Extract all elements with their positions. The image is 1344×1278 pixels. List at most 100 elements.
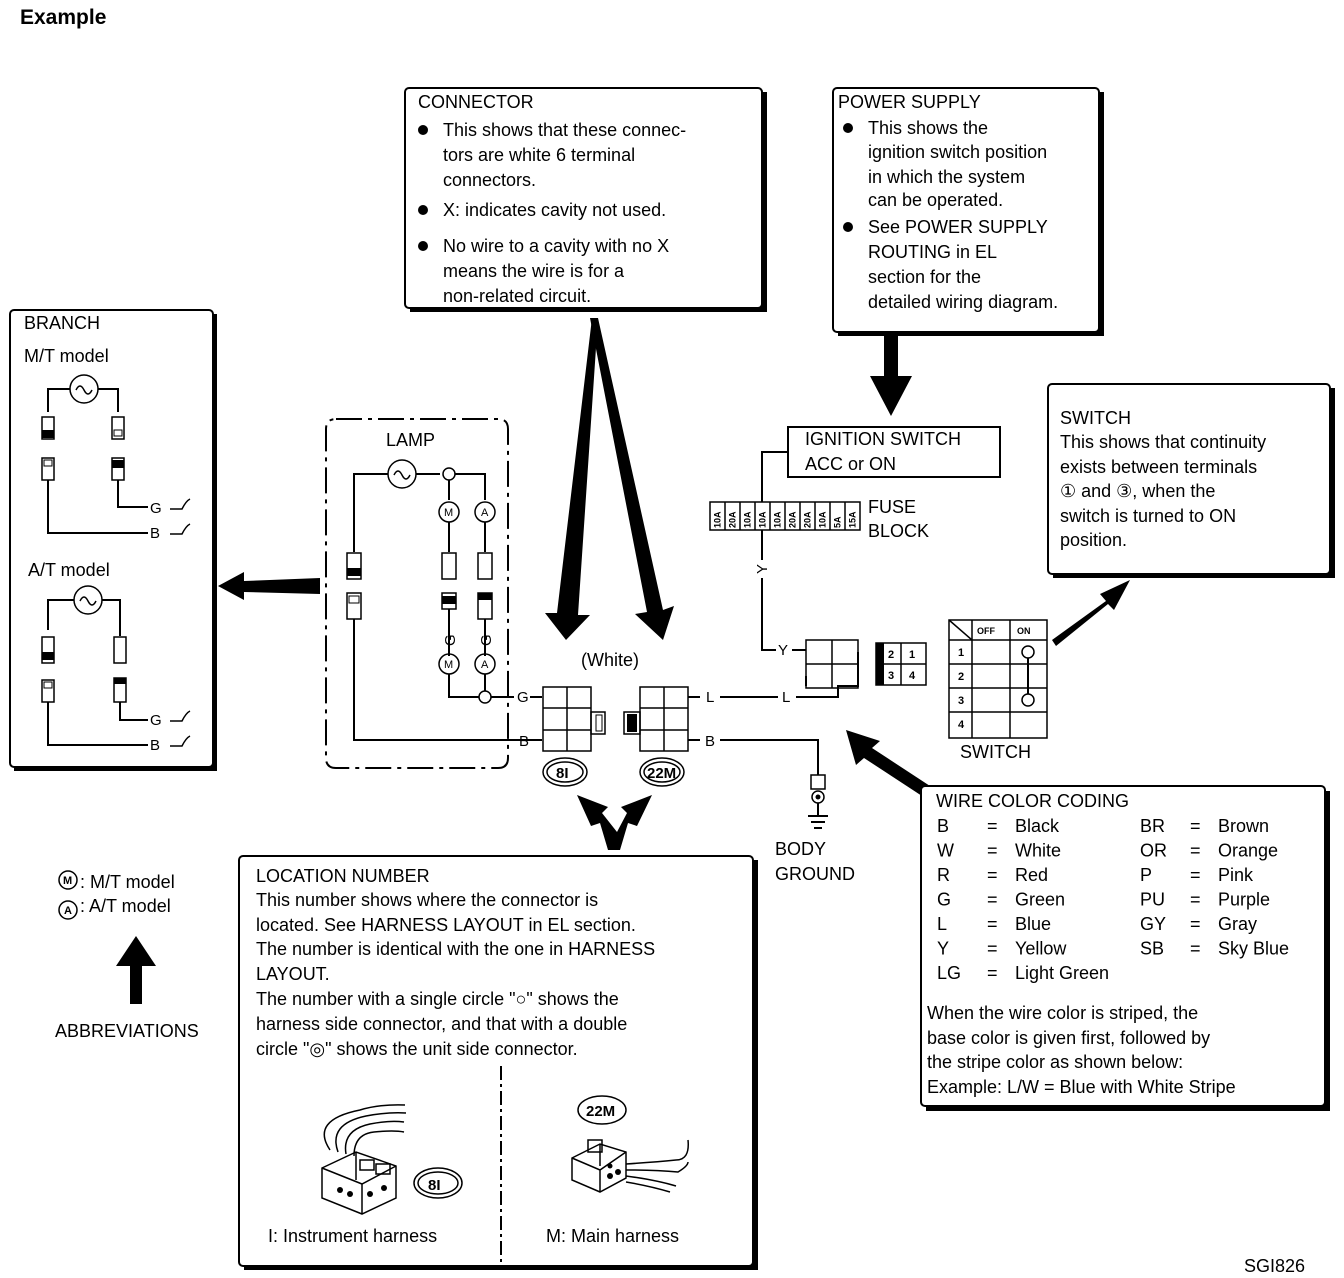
switch-header-on: ON bbox=[1017, 626, 1031, 636]
wire-l-label-left: L bbox=[706, 689, 714, 706]
wire-code-eq: = bbox=[987, 816, 998, 836]
fuse-block-line2: BLOCK bbox=[868, 521, 929, 541]
fuse-rating: 10A bbox=[713, 511, 723, 528]
location-number-callout: LOCATION NUMBER This number shows where … bbox=[238, 855, 758, 1270]
power-supply-heading: POWER SUPPLY bbox=[838, 92, 981, 112]
location-line: The number is identical with the one in … bbox=[256, 939, 655, 959]
wire-y: Y Y bbox=[754, 530, 806, 659]
location-line: harness side connector, and that with a … bbox=[256, 1014, 627, 1034]
wire-code-name: Green bbox=[1015, 890, 1065, 910]
connector-line: No wire to a cavity with no X bbox=[443, 236, 669, 256]
wire-g-label: G bbox=[517, 689, 529, 706]
instrument-harness-illustration: 8I bbox=[321, 1104, 463, 1215]
wire-code: Y bbox=[937, 939, 949, 959]
wire-code-eq: = bbox=[1190, 939, 1201, 959]
lamp-heading: LAMP bbox=[386, 430, 435, 450]
switch-callout: SWITCH This shows that continuity exists… bbox=[1047, 383, 1335, 578]
wire-code-name: White bbox=[1015, 841, 1061, 861]
location-badge-8i: 8I bbox=[428, 1177, 441, 1194]
body-ground-line2: GROUND bbox=[775, 864, 855, 884]
connector-line: This shows that these connec- bbox=[443, 120, 686, 140]
abbreviations: M : M/T model A : A/T model ABBREVIATION… bbox=[55, 870, 199, 1041]
wire-code-eq: = bbox=[987, 939, 998, 959]
wire-code-eq: = bbox=[987, 914, 998, 934]
switch-table-label: SWITCH bbox=[960, 742, 1031, 762]
arrows-location bbox=[577, 795, 652, 850]
wire-color-note: base color is given first, followed by bbox=[927, 1028, 1210, 1048]
branch-at-wire-g: G bbox=[150, 712, 162, 729]
wire-code: BR bbox=[1140, 816, 1165, 836]
switch-row-4: 4 bbox=[958, 719, 965, 731]
arrows-connector bbox=[545, 318, 674, 640]
wire-code-eq: = bbox=[987, 963, 998, 983]
ignition-switch-line2: ACC or ON bbox=[805, 454, 896, 474]
wire-code-eq: = bbox=[1190, 865, 1201, 885]
lamp-mark-m-lower: M bbox=[444, 659, 453, 671]
location-line: circle "◎" shows the unit side connector… bbox=[256, 1039, 578, 1059]
wire-code: B bbox=[937, 816, 949, 836]
fuse-rating: 15A bbox=[848, 511, 858, 528]
wire-code: W bbox=[937, 841, 954, 861]
connector-line: non-related circuit. bbox=[443, 286, 591, 306]
branch-callout: BRANCH M/T model G B A/T model bbox=[9, 309, 217, 771]
branch-mt-wire-g: G bbox=[150, 500, 162, 517]
wire-code: OR bbox=[1140, 841, 1167, 861]
branch-at-label: A/T model bbox=[28, 560, 110, 580]
connector-line: X: indicates cavity not used. bbox=[443, 200, 666, 220]
arrow-power-supply bbox=[870, 336, 912, 416]
wire-code: GY bbox=[1140, 914, 1166, 934]
wire-code-name: Orange bbox=[1218, 841, 1278, 861]
terminal-number: 1 bbox=[909, 649, 915, 661]
lamp-mark-a-lower: A bbox=[481, 659, 489, 671]
wire-code-eq: = bbox=[987, 841, 998, 861]
lamp-mark-a: A bbox=[481, 507, 489, 519]
switch-header-off: OFF bbox=[977, 626, 995, 636]
power-supply-line: See POWER SUPPLY bbox=[868, 217, 1048, 237]
wire-code: L bbox=[937, 914, 947, 934]
fuse-rating: 10A bbox=[818, 511, 828, 528]
connector-callout: CONNECTOR This shows that these connec- … bbox=[404, 87, 767, 312]
wire-code: R bbox=[937, 865, 950, 885]
switch-row-1: 1 bbox=[958, 647, 964, 659]
location-caption-right: M: Main harness bbox=[546, 1226, 679, 1246]
wire-y-label: Y bbox=[778, 642, 788, 659]
connector-heading: CONNECTOR bbox=[418, 92, 534, 112]
branch-mt-label: M/T model bbox=[24, 346, 109, 366]
switch-callout-line: exists between terminals bbox=[1060, 457, 1257, 477]
location-heading: LOCATION NUMBER bbox=[256, 866, 430, 886]
wire-code-eq: = bbox=[1190, 816, 1201, 836]
lamp-wire-g-left: G bbox=[442, 634, 459, 646]
wire-l-label-right: L bbox=[782, 689, 790, 706]
wire-code-eq: = bbox=[987, 890, 998, 910]
arrow-lamp-to-branch bbox=[218, 572, 320, 600]
lamp-mark-m: M bbox=[444, 507, 453, 519]
wire-color-heading: WIRE COLOR CODING bbox=[936, 791, 1129, 811]
wire-code-eq: = bbox=[1190, 841, 1201, 861]
branch-at-schematic: G B bbox=[41, 585, 191, 754]
main-harness-illustration: 22M bbox=[571, 1095, 689, 1193]
ignition-switch-line1: IGNITION SWITCH bbox=[805, 429, 961, 449]
arrow-wire-color bbox=[846, 730, 930, 796]
switch-connector: 2 1 3 4 bbox=[796, 639, 927, 698]
switch-callout-line: position. bbox=[1060, 530, 1127, 550]
reference-code: SGI826 bbox=[1244, 1256, 1305, 1276]
connector-badge-22m: 22M bbox=[647, 765, 676, 782]
power-supply-line: section for the bbox=[868, 267, 981, 287]
branch-mt-wire-b: B bbox=[150, 525, 160, 542]
abbr-mt-symbol: M bbox=[63, 875, 72, 887]
wire-color-note: Example: L/W = Blue with White Stripe bbox=[927, 1077, 1236, 1097]
location-badge-22m: 22M bbox=[586, 1103, 615, 1120]
fuse-rating: 5A bbox=[833, 516, 843, 528]
power-supply-line: ROUTING in EL bbox=[868, 242, 997, 262]
power-supply-callout: POWER SUPPLY This shows the ignition swi… bbox=[832, 87, 1104, 336]
wire-b-label-right: B bbox=[705, 733, 715, 750]
location-line: located. See HARNESS LAYOUT in EL sectio… bbox=[256, 915, 636, 935]
wire-b-label-left: B bbox=[519, 733, 529, 750]
wire-y-label-vertical: Y bbox=[754, 564, 771, 574]
wire-code-name: Red bbox=[1015, 865, 1048, 885]
power-supply-line: in which the system bbox=[868, 167, 1025, 187]
wire-code-name: Light Green bbox=[1015, 963, 1109, 983]
body-ground: BODY GROUND bbox=[775, 774, 855, 884]
switch-callout-line: switch is turned to ON bbox=[1060, 506, 1236, 526]
